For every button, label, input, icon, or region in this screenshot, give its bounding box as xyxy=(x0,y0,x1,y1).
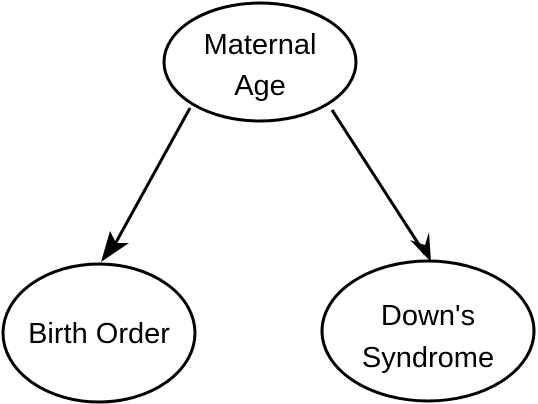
node-maternal-age-label-line1: Maternal xyxy=(204,29,317,61)
arrowhead-icon xyxy=(410,232,431,262)
node-maternal-age-label-line2: Age xyxy=(234,70,286,102)
arrowhead-icon xyxy=(101,231,129,262)
node-birth-order: Birth Order xyxy=(1,262,197,404)
node-downs-syndrome: Down's Syndrome xyxy=(320,259,536,403)
node-birth-order-label: Birth Order xyxy=(28,318,170,350)
edge-maternal-age-to-downs-syndrome xyxy=(330,109,431,262)
node-downs-syndrome-label-line2: Syndrome xyxy=(362,342,494,374)
edge-maternal-age-to-birth-order xyxy=(101,107,192,262)
node-maternal-age: Maternal Age xyxy=(162,1,358,123)
node-downs-syndrome-label-line1: Down's xyxy=(381,300,475,332)
